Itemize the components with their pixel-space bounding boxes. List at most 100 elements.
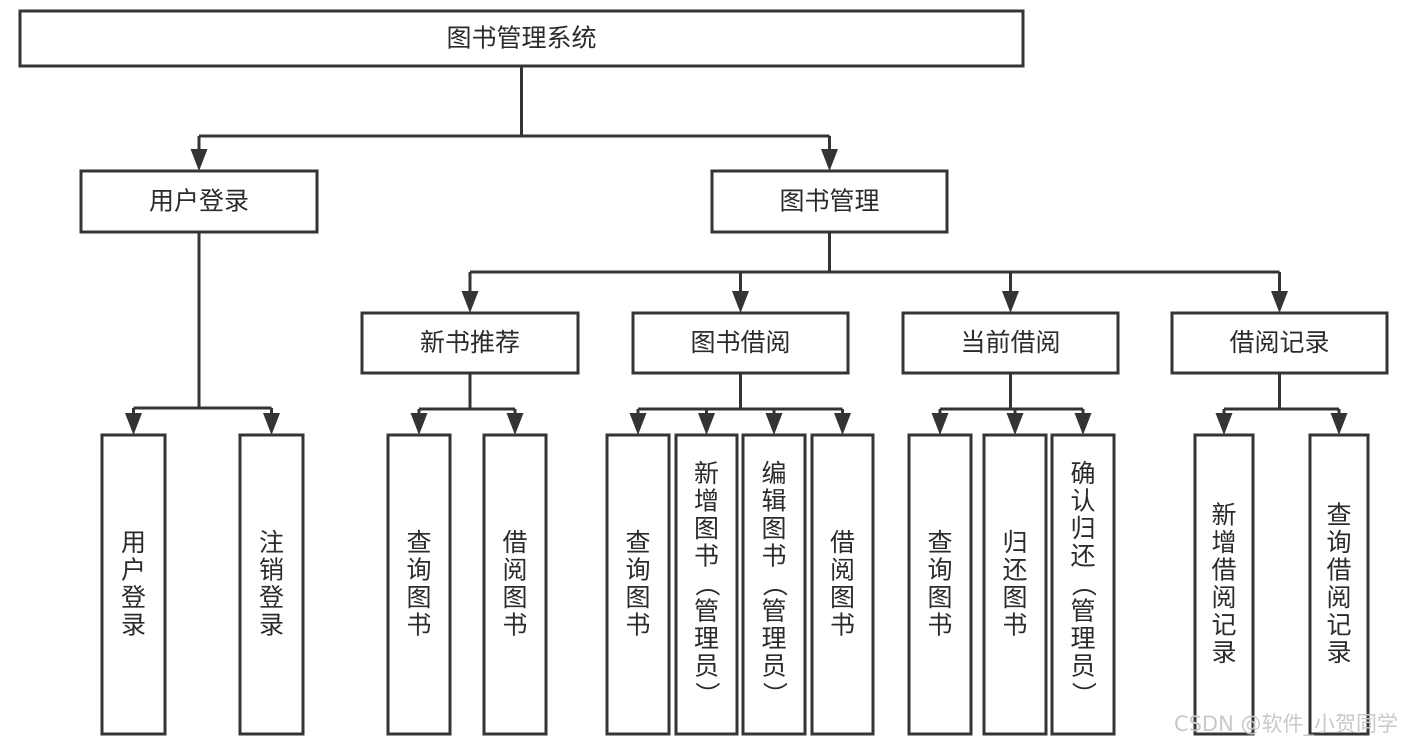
node-label-new-book-recommend: 新书推荐 xyxy=(420,328,520,357)
node-label-book-borrow: 图书借阅 xyxy=(690,328,790,357)
node-box-book-borrow[interactable] xyxy=(631,311,850,375)
svg-text:借: 借 xyxy=(1326,555,1351,584)
arrowhead-icon xyxy=(821,149,838,171)
node-label-borrow-record: 借阅记录 xyxy=(1229,328,1329,357)
svg-text:员: 员 xyxy=(1070,652,1095,681)
node-box-leaf-user-login[interactable] xyxy=(100,433,167,736)
svg-text:增: 增 xyxy=(1211,528,1236,557)
node-user-login[interactable]: 用户登录 xyxy=(79,169,319,234)
svg-text:还: 还 xyxy=(1070,542,1095,571)
svg-text:阅: 阅 xyxy=(830,555,855,584)
svg-text:书: 书 xyxy=(927,610,952,639)
node-new-book-recommend[interactable]: 新书推荐 xyxy=(360,311,580,375)
node-box-leaf-query-book-2[interactable] xyxy=(605,433,671,736)
svg-text:录: 录 xyxy=(259,610,284,639)
node-root[interactable]: 图书管理系统 xyxy=(18,9,1025,68)
svg-text:户: 户 xyxy=(121,555,146,584)
svg-text:员: 员 xyxy=(694,652,719,681)
arrowhead-icon xyxy=(263,413,280,435)
svg-text:录: 录 xyxy=(1326,638,1351,667)
node-box-leaf-edit-book[interactable] xyxy=(741,433,807,736)
node-box-borrow-record[interactable] xyxy=(1170,311,1389,375)
svg-text:书: 书 xyxy=(830,610,855,639)
node-box-book-manage[interactable] xyxy=(710,169,949,234)
svg-text:查: 查 xyxy=(927,528,952,557)
svg-text:辑: 辑 xyxy=(761,487,786,516)
svg-text:录: 录 xyxy=(1211,638,1236,667)
svg-text:还: 还 xyxy=(1002,555,1027,584)
svg-text:书: 书 xyxy=(406,610,431,639)
arrowhead-icon xyxy=(931,413,949,435)
svg-text:增: 增 xyxy=(694,487,719,516)
node-book-borrow[interactable]: 图书借阅 xyxy=(631,311,850,375)
svg-text:阅: 阅 xyxy=(502,555,527,584)
svg-text:询: 询 xyxy=(406,555,431,584)
svg-text:图: 图 xyxy=(761,514,786,543)
svg-text:（: （ xyxy=(693,572,722,597)
svg-text:）: ） xyxy=(760,682,789,707)
svg-text:借: 借 xyxy=(502,528,527,557)
node-box-leaf-query-book-1[interactable] xyxy=(386,433,452,736)
node-box-leaf-confirm-return[interactable] xyxy=(1050,433,1116,736)
svg-text:查: 查 xyxy=(625,528,650,557)
node-box-leaf-query-book-3[interactable] xyxy=(907,433,973,736)
node-box-leaf-borrow-book-1[interactable] xyxy=(482,433,548,736)
arrowhead-icon xyxy=(629,413,647,435)
arrowhead-icon xyxy=(190,149,208,171)
svg-text:查: 查 xyxy=(1326,500,1351,529)
node-box-leaf-add-book[interactable] xyxy=(674,433,739,736)
svg-text:用: 用 xyxy=(121,528,146,557)
node-box-leaf-return-book[interactable] xyxy=(982,433,1048,736)
svg-text:书: 书 xyxy=(694,542,719,571)
svg-text:图: 图 xyxy=(694,514,719,543)
svg-text:询: 询 xyxy=(625,555,650,584)
node-box-root[interactable] xyxy=(18,9,1025,68)
svg-text:编: 编 xyxy=(761,459,786,488)
connector-conn-record-to-leaves xyxy=(1215,373,1348,435)
svg-text:员: 员 xyxy=(761,652,786,681)
node-current-borrow[interactable]: 当前借阅 xyxy=(901,311,1120,375)
svg-text:图: 图 xyxy=(406,583,431,612)
svg-text:认: 认 xyxy=(1070,487,1095,516)
svg-text:图: 图 xyxy=(830,583,855,612)
node-label-leaf-user-login: 用户登录 xyxy=(121,528,146,640)
svg-text:书: 书 xyxy=(761,542,786,571)
node-box-user-login[interactable] xyxy=(79,169,319,234)
connector-conn-book-manage-to-level3 xyxy=(461,232,1288,313)
connector-conn-current-to-leaves xyxy=(931,373,1092,435)
node-box-new-book-recommend[interactable] xyxy=(360,311,580,375)
arrowhead-icon xyxy=(765,413,783,435)
node-leaf-user-login[interactable]: 用户登录 xyxy=(100,433,167,736)
node-label-current-borrow: 当前借阅 xyxy=(960,328,1060,357)
svg-text:（: （ xyxy=(760,572,789,597)
node-box-leaf-query-record[interactable] xyxy=(1308,433,1370,736)
svg-text:书: 书 xyxy=(502,610,527,639)
node-borrow-record[interactable]: 借阅记录 xyxy=(1170,311,1389,375)
node-box-leaf-add-record[interactable] xyxy=(1193,433,1255,736)
svg-text:查: 查 xyxy=(406,528,431,557)
node-box-current-borrow[interactable] xyxy=(901,311,1120,375)
node-box-leaf-borrow-book-2[interactable] xyxy=(810,433,875,736)
node-book-manage[interactable]: 图书管理 xyxy=(710,169,949,234)
svg-text:图: 图 xyxy=(927,583,952,612)
node-box-leaf-logout[interactable] xyxy=(238,433,305,736)
svg-text:图: 图 xyxy=(625,583,650,612)
